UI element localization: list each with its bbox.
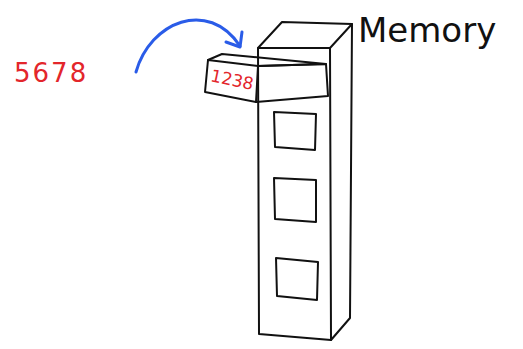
drawer-slot bbox=[276, 258, 318, 300]
cabinet-heading: Memory bbox=[358, 10, 496, 50]
memory-cabinet: Memory1238 bbox=[258, 22, 350, 340]
pointer-arrow bbox=[136, 20, 242, 72]
drawer-slot bbox=[274, 112, 316, 150]
stored-value: 1238 bbox=[209, 67, 256, 93]
drawer-front bbox=[205, 60, 258, 102]
arrow-head bbox=[226, 32, 242, 47]
drawer-slot bbox=[274, 178, 316, 222]
drawer-side bbox=[256, 64, 328, 102]
arrow-curve bbox=[136, 20, 240, 72]
cabinet-top bbox=[258, 22, 352, 48]
memory-drawer: 1238 bbox=[208, 64, 258, 90]
input-value: 5678 bbox=[14, 58, 88, 88]
cabinet-side bbox=[331, 24, 352, 340]
cabinet-front bbox=[258, 48, 331, 340]
